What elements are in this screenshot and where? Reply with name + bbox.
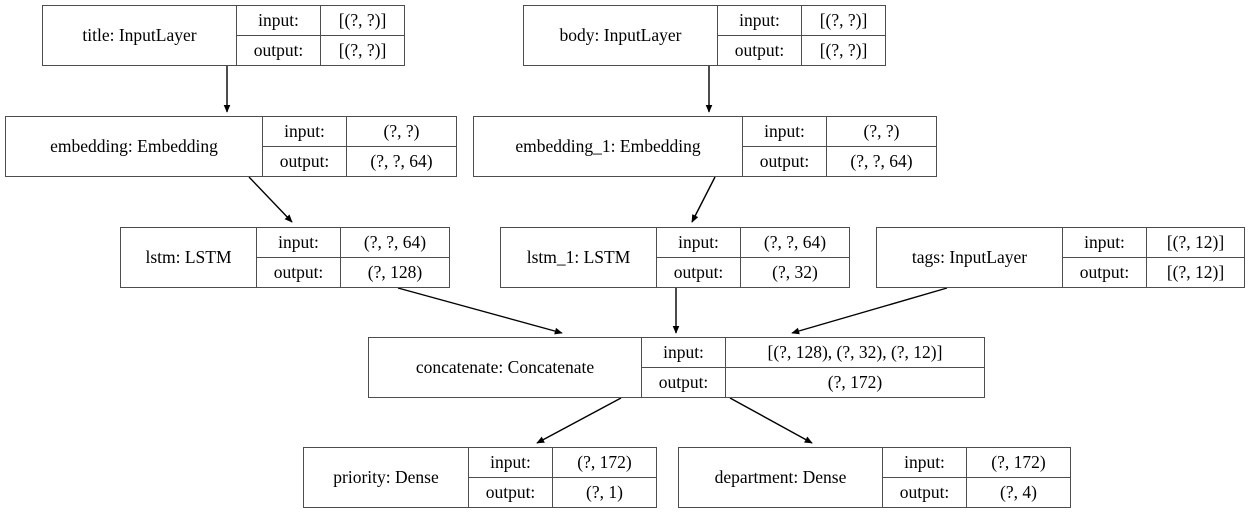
io-label-output: output: bbox=[273, 261, 324, 282]
io-label-output: output: bbox=[253, 39, 304, 60]
node-io-row-output-tags: output: [(?, 12)] bbox=[1063, 257, 1244, 287]
node-io-row-input-concatenate: input: [(?, 128), (?, 32), (?, 12)] bbox=[642, 338, 984, 368]
io-value-output-priority: (?, 1) bbox=[552, 477, 656, 507]
node-label-tags: tags: InputLayer bbox=[911, 246, 1028, 267]
node-io-row-output-lstm_1: output: (?, 32) bbox=[657, 257, 849, 287]
io-label-output: output: bbox=[899, 481, 950, 502]
io-value-output-title: [(?, ?)] bbox=[320, 35, 404, 65]
io-value-output-concatenate: (?, 172) bbox=[725, 367, 984, 397]
graph-node-concatenate[interactable]: concatenate: Concatenate input: [(?, 128),… bbox=[368, 337, 985, 398]
io-value-input-title: [(?, ?)] bbox=[320, 6, 404, 35]
io-label-input: input: bbox=[904, 451, 945, 472]
node-label-priority: priority: Dense bbox=[333, 466, 439, 487]
io-label-output: output: bbox=[1079, 261, 1130, 282]
node-io-row-input-body: input: [(?, ?)] bbox=[718, 6, 885, 36]
io-label-input: input: bbox=[284, 120, 325, 141]
node-io-table-embedding_1: input: (?, ?) output: (?, ?, 64) bbox=[742, 117, 936, 176]
io-value-input-body: [(?, ?)] bbox=[801, 6, 885, 35]
node-io-table-title: input: [(?, ?)] output: [(?, ?)] bbox=[236, 6, 404, 65]
graph-node-title[interactable]: title: InputLayer input: [(?, ?)] output: [(… bbox=[42, 5, 405, 66]
node-io-row-output-embedding_1: output: (?, ?, 64) bbox=[743, 146, 936, 176]
node-io-row-input-title: input: [(?, ?)] bbox=[237, 6, 404, 36]
node-io-row-input-lstm: input: (?, ?, 64) bbox=[257, 228, 449, 258]
node-io-row-input-lstm_1: input: (?, ?, 64) bbox=[657, 228, 849, 258]
node-io-row-output-priority: output: (?, 1) bbox=[469, 477, 656, 507]
node-io-table-lstm: input: (?, ?, 64) output: (?, 128) bbox=[256, 228, 449, 287]
io-value-input-lstm: (?, ?, 64) bbox=[340, 228, 449, 257]
io-value-output-embedding_1: (?, ?, 64) bbox=[826, 146, 936, 176]
node-label-embedding_1: embedding_1: Embedding bbox=[515, 135, 701, 156]
io-value-input-concatenate: [(?, 128), (?, 32), (?, 12)] bbox=[725, 338, 984, 367]
io-value-input-embedding_1: (?, ?) bbox=[826, 117, 936, 146]
graph-edge-embedding_1-to-lstm_1 bbox=[691, 176, 716, 223]
io-label-output: output: bbox=[485, 481, 536, 502]
graph-node-lstm_1[interactable]: lstm_1: LSTM input: (?, ?, 64) output: (?, 3… bbox=[500, 227, 850, 288]
io-value-output-tags: [(?, 12)] bbox=[1146, 257, 1244, 287]
graph-node-body[interactable]: body: InputLayer input: [(?, ?)] output: [(?… bbox=[523, 5, 886, 66]
node-io-table-concatenate: input:[(?, 128), (?, 32), (?, 12)]output… bbox=[641, 338, 984, 397]
node-io-row-input-embedding_1: input: (?, ?) bbox=[743, 117, 936, 147]
node-io-row-output-department: output: (?, 4) bbox=[883, 477, 1070, 507]
io-label-output: output: bbox=[658, 371, 709, 392]
node-io-row-output-concatenate: output: (?, 172) bbox=[642, 367, 984, 397]
node-io-table-department: input: (?, 172) output: (?, 4) bbox=[882, 448, 1070, 507]
io-value-output-department: (?, 4) bbox=[966, 477, 1070, 507]
node-io-row-input-embedding: input: (?, ?) bbox=[263, 117, 456, 147]
io-value-input-department: (?, 172) bbox=[966, 448, 1070, 477]
io-label-input: input: bbox=[739, 9, 780, 30]
node-io-row-output-body: output: [(?, ?)] bbox=[718, 35, 885, 65]
node-label-lstm: lstm: LSTM bbox=[145, 246, 232, 267]
graph-node-department[interactable]: department: Dense input: (?, 172) output: (?… bbox=[678, 447, 1071, 508]
io-label-output: output: bbox=[673, 261, 724, 282]
node-label-lstm_1: lstm_1: LSTM bbox=[526, 246, 631, 267]
node-io-table-lstm_1: input: (?, ?, 64) output: (?, 32) bbox=[656, 228, 849, 287]
io-value-output-lstm_1: (?, 32) bbox=[740, 257, 849, 287]
io-label-output: output: bbox=[759, 150, 810, 171]
node-io-row-output-title: output: [(?, ?)] bbox=[237, 35, 404, 65]
io-value-input-embedding: (?, ?) bbox=[346, 117, 456, 146]
node-label-title: title: InputLayer bbox=[82, 24, 197, 45]
io-label-input: input: bbox=[663, 341, 704, 362]
node-io-row-input-tags: input: [(?, 12)] bbox=[1063, 228, 1244, 258]
io-label-input: input: bbox=[764, 120, 805, 141]
node-io-table-embedding: input: (?, ?) output: (?, ?, 64) bbox=[262, 117, 456, 176]
node-label-department: department: Dense bbox=[714, 466, 847, 487]
io-value-output-lstm: (?, 128) bbox=[340, 257, 449, 287]
graph-node-embedding[interactable]: embedding: Embedding input: (?, ?) output: (… bbox=[5, 116, 457, 177]
node-io-row-output-embedding: output: (?, ?, 64) bbox=[263, 146, 456, 176]
graph-edge-embedding-to-lstm bbox=[248, 176, 293, 223]
graph-edge-concatenate-to-department bbox=[729, 397, 813, 444]
io-value-input-lstm_1: (?, ?, 64) bbox=[740, 228, 849, 257]
node-io-row-input-priority: input: (?, 172) bbox=[469, 448, 656, 478]
graph-edge-tags-to-concatenate bbox=[791, 287, 948, 335]
node-io-table-body: input: [(?, ?)] output: [(?, ?)] bbox=[717, 6, 885, 65]
graph-node-lstm[interactable]: lstm: LSTM input: (?, ?, 64) output: (?, 128… bbox=[120, 227, 450, 288]
graph-edge-concatenate-to-priority bbox=[536, 397, 622, 444]
node-io-table-tags: input: [(?, 12)] output: [(?, 12)] bbox=[1062, 228, 1244, 287]
node-label-body: body: InputLayer bbox=[559, 24, 682, 45]
graph-node-tags[interactable]: tags: InputLayer input: [(?, 12)] output: [(… bbox=[876, 227, 1245, 288]
io-value-input-priority: (?, 172) bbox=[552, 448, 656, 477]
io-label-output: output: bbox=[279, 150, 330, 171]
node-io-table-priority: input: (?, 172) output: (?, 1) bbox=[468, 448, 656, 507]
graph-node-priority[interactable]: priority: Dense input: (?, 172) output: (?, … bbox=[303, 447, 657, 508]
node-label-embedding: embedding: Embedding bbox=[50, 135, 218, 156]
node-label-concatenate: concatenate: Concatenate bbox=[415, 356, 595, 377]
io-label-input: input: bbox=[1084, 231, 1125, 252]
io-label-input: input: bbox=[258, 9, 299, 30]
io-label-output: output: bbox=[734, 39, 785, 60]
io-value-output-body: [(?, ?)] bbox=[801, 35, 885, 65]
io-value-output-embedding: (?, ?, 64) bbox=[346, 146, 456, 176]
io-label-input: input: bbox=[490, 451, 531, 472]
node-io-row-input-department: input: (?, 172) bbox=[883, 448, 1070, 478]
io-label-input: input: bbox=[278, 231, 319, 252]
io-value-input-tags: [(?, 12)] bbox=[1146, 228, 1244, 257]
node-io-row-output-lstm: output: (?, 128) bbox=[257, 257, 449, 287]
graph-edge-lstm-to-concatenate bbox=[397, 287, 563, 335]
io-label-input: input: bbox=[678, 231, 719, 252]
